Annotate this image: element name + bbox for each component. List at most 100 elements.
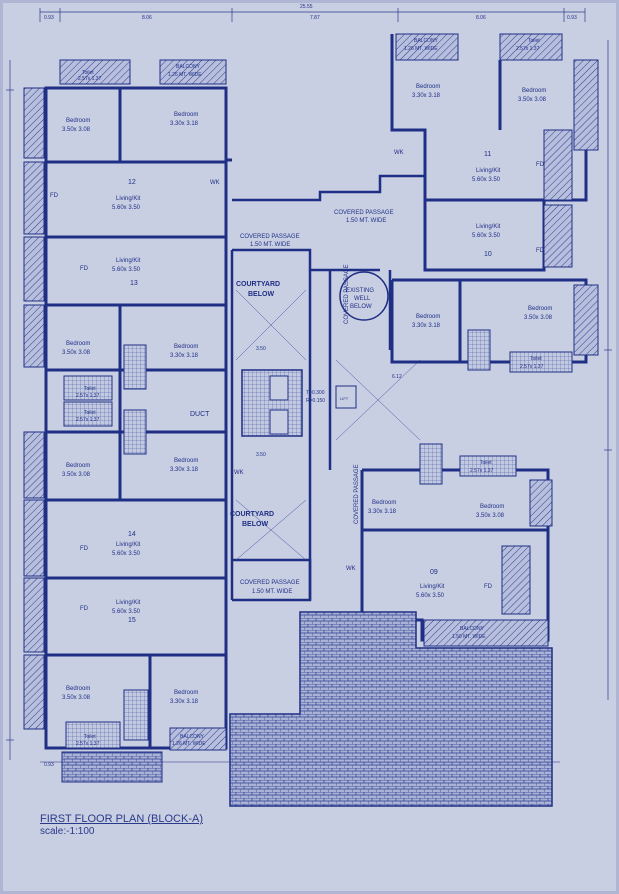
label-bedroom-size: 3.50x 3.08: [62, 695, 91, 701]
service-balcony-right-1: [543, 129, 573, 201]
label-bedroom-size: 3.30x 3.18: [170, 121, 199, 127]
label-living-size: 5.60x 3.50: [472, 177, 501, 183]
label-bedroom-size: 3.30x 3.18: [170, 467, 199, 473]
label-toilet: Toilet: [528, 38, 540, 44]
label-covered-passage-vertical: COVERED PASSAGE: [344, 264, 350, 324]
unit-number-10: 10: [484, 251, 492, 258]
label-passage-width: 1.50 MT. WIDE: [252, 589, 292, 595]
dim-e: 0.93: [567, 15, 577, 21]
stair-riser: R=0.150: [306, 398, 325, 404]
unit-number-13: 13: [130, 280, 138, 287]
label-covered-passage: COVERED PASSAGE: [240, 580, 300, 586]
code-fd: FD: [484, 584, 493, 590]
code-fd: FD: [536, 162, 545, 168]
drawing-title: FIRST FLOOR PLAN (BLOCK-A): [40, 813, 203, 825]
unit-number-11: 11: [484, 151, 491, 158]
label-living: Living/Kit: [476, 168, 501, 174]
toilet-left-a: [63, 375, 113, 401]
dim-c: 7.87: [310, 15, 320, 21]
dim-total: 25.55: [300, 4, 313, 10]
code-wk: WK: [346, 566, 356, 572]
label-bedroom: Bedroom: [66, 341, 90, 347]
label-toilet-size: 2.57x 1.37: [76, 741, 100, 747]
unit-number-15: 15: [128, 617, 136, 624]
label-bedroom: Bedroom: [66, 686, 90, 692]
label-balcony: BALCONY: [460, 626, 485, 632]
label-living: Living/Kit: [476, 224, 501, 230]
courtyard-cross-lines: [235, 289, 421, 561]
balcony-bottom-left: [169, 727, 227, 751]
dim-b: 8.06: [142, 15, 152, 21]
label-toilet-size: 2.57x 1.37: [76, 417, 100, 423]
label-toilet-size: 2.57x 1.37: [520, 364, 544, 370]
label-toilet-size: 2.57x 1.37: [78, 76, 102, 82]
label-toilet: Toilet: [84, 386, 96, 392]
toilet-right-a: [467, 329, 491, 371]
label-living-size: 5.60x 3.50: [472, 233, 501, 239]
label-balcony-width: 1.26 MT. WIDE: [168, 72, 202, 78]
label-toilet: Toilet: [84, 410, 96, 416]
label-balcony: BALCONY: [176, 64, 201, 70]
balcony-left-5: [23, 431, 45, 499]
label-covered-passage: COVERED PASSAGE: [240, 234, 300, 240]
dim-bottom: 0.93: [44, 762, 54, 768]
dim-a: 0.93: [44, 15, 54, 21]
label-living-size: 5.60x 3.50: [112, 205, 141, 211]
label-existing: EXISTING: [346, 288, 374, 294]
label-living-size: 5.60x 3.50: [112, 267, 141, 273]
label-well: WELL: [354, 296, 371, 302]
code-fd: FD: [80, 266, 89, 272]
toilet-right-d: [459, 455, 517, 477]
label-bedroom: Bedroom: [528, 306, 552, 312]
unit-number-14: 14: [128, 531, 136, 538]
label-bedroom-size: 3.30x 3.18: [368, 509, 397, 515]
balcony-bottom-right: [423, 619, 549, 647]
balcony-top-left: [159, 59, 227, 85]
service-balcony-right-3: [501, 545, 531, 615]
label-below: BELOW: [350, 304, 372, 310]
label-courtyard: COURTYARD: [236, 281, 280, 288]
balcony-left-2: [23, 161, 45, 235]
label-below: BELOW: [242, 521, 268, 528]
paving-bottom-left: [61, 751, 163, 783]
balcony-left-6: [23, 499, 45, 577]
left-dimension-line: [6, 60, 14, 760]
code-fd: FD: [536, 248, 545, 254]
toilet-left-c: [123, 344, 147, 390]
toilet-top-left-tile: [59, 59, 131, 85]
stair-tread: T=0.300: [306, 390, 325, 396]
label-toilet: Toilet: [82, 70, 94, 76]
label-living-size: 5.60x 3.50: [112, 551, 141, 557]
label-bedroom-size: 3.50x 3.08: [476, 513, 505, 519]
label-bedroom: Bedroom: [174, 690, 198, 696]
label-living: Living/Kit: [116, 196, 141, 202]
toilet-right-c: [419, 443, 443, 485]
label-passage-width: 1.50 MT. WIDE: [250, 242, 290, 248]
code-fd: FD: [80, 606, 89, 612]
existing-well-outline: [339, 271, 389, 321]
label-bedroom-size: 3.30x 3.18: [412, 93, 441, 99]
toilet-left-b: [63, 401, 113, 427]
label-bedroom: Bedroom: [372, 500, 396, 506]
balcony-left-4: [23, 304, 45, 368]
balcony-right-1: [573, 59, 599, 151]
label-bedroom-size: 3.30x 3.18: [170, 353, 199, 359]
label-balcony-width: 1.26 MT. WIDE: [172, 741, 206, 747]
label-toilet: Toilet: [530, 356, 542, 362]
label-living: Living/Kit: [116, 600, 141, 606]
balcony-left-1: [23, 87, 45, 159]
brick-paving-area: [229, 611, 553, 807]
label-covered-passage: COVERED PASSAGE: [334, 210, 394, 216]
label-bedroom: Bedroom: [416, 84, 440, 90]
label-living: Living/Kit: [116, 542, 141, 548]
stair-landing-lower: [269, 409, 289, 435]
code-wk: WK: [210, 180, 220, 186]
label-bedroom-size: 3.50x 3.08: [62, 350, 91, 356]
label-bedroom-size: 3.50x 3.08: [524, 315, 553, 321]
label-bedroom: Bedroom: [66, 118, 90, 124]
label-bedroom: Bedroom: [66, 463, 90, 469]
balcony-left-8: [23, 654, 45, 730]
dim-d: 8.06: [476, 15, 486, 21]
code-fd: FD: [80, 546, 89, 552]
label-bedroom: Bedroom: [174, 344, 198, 350]
